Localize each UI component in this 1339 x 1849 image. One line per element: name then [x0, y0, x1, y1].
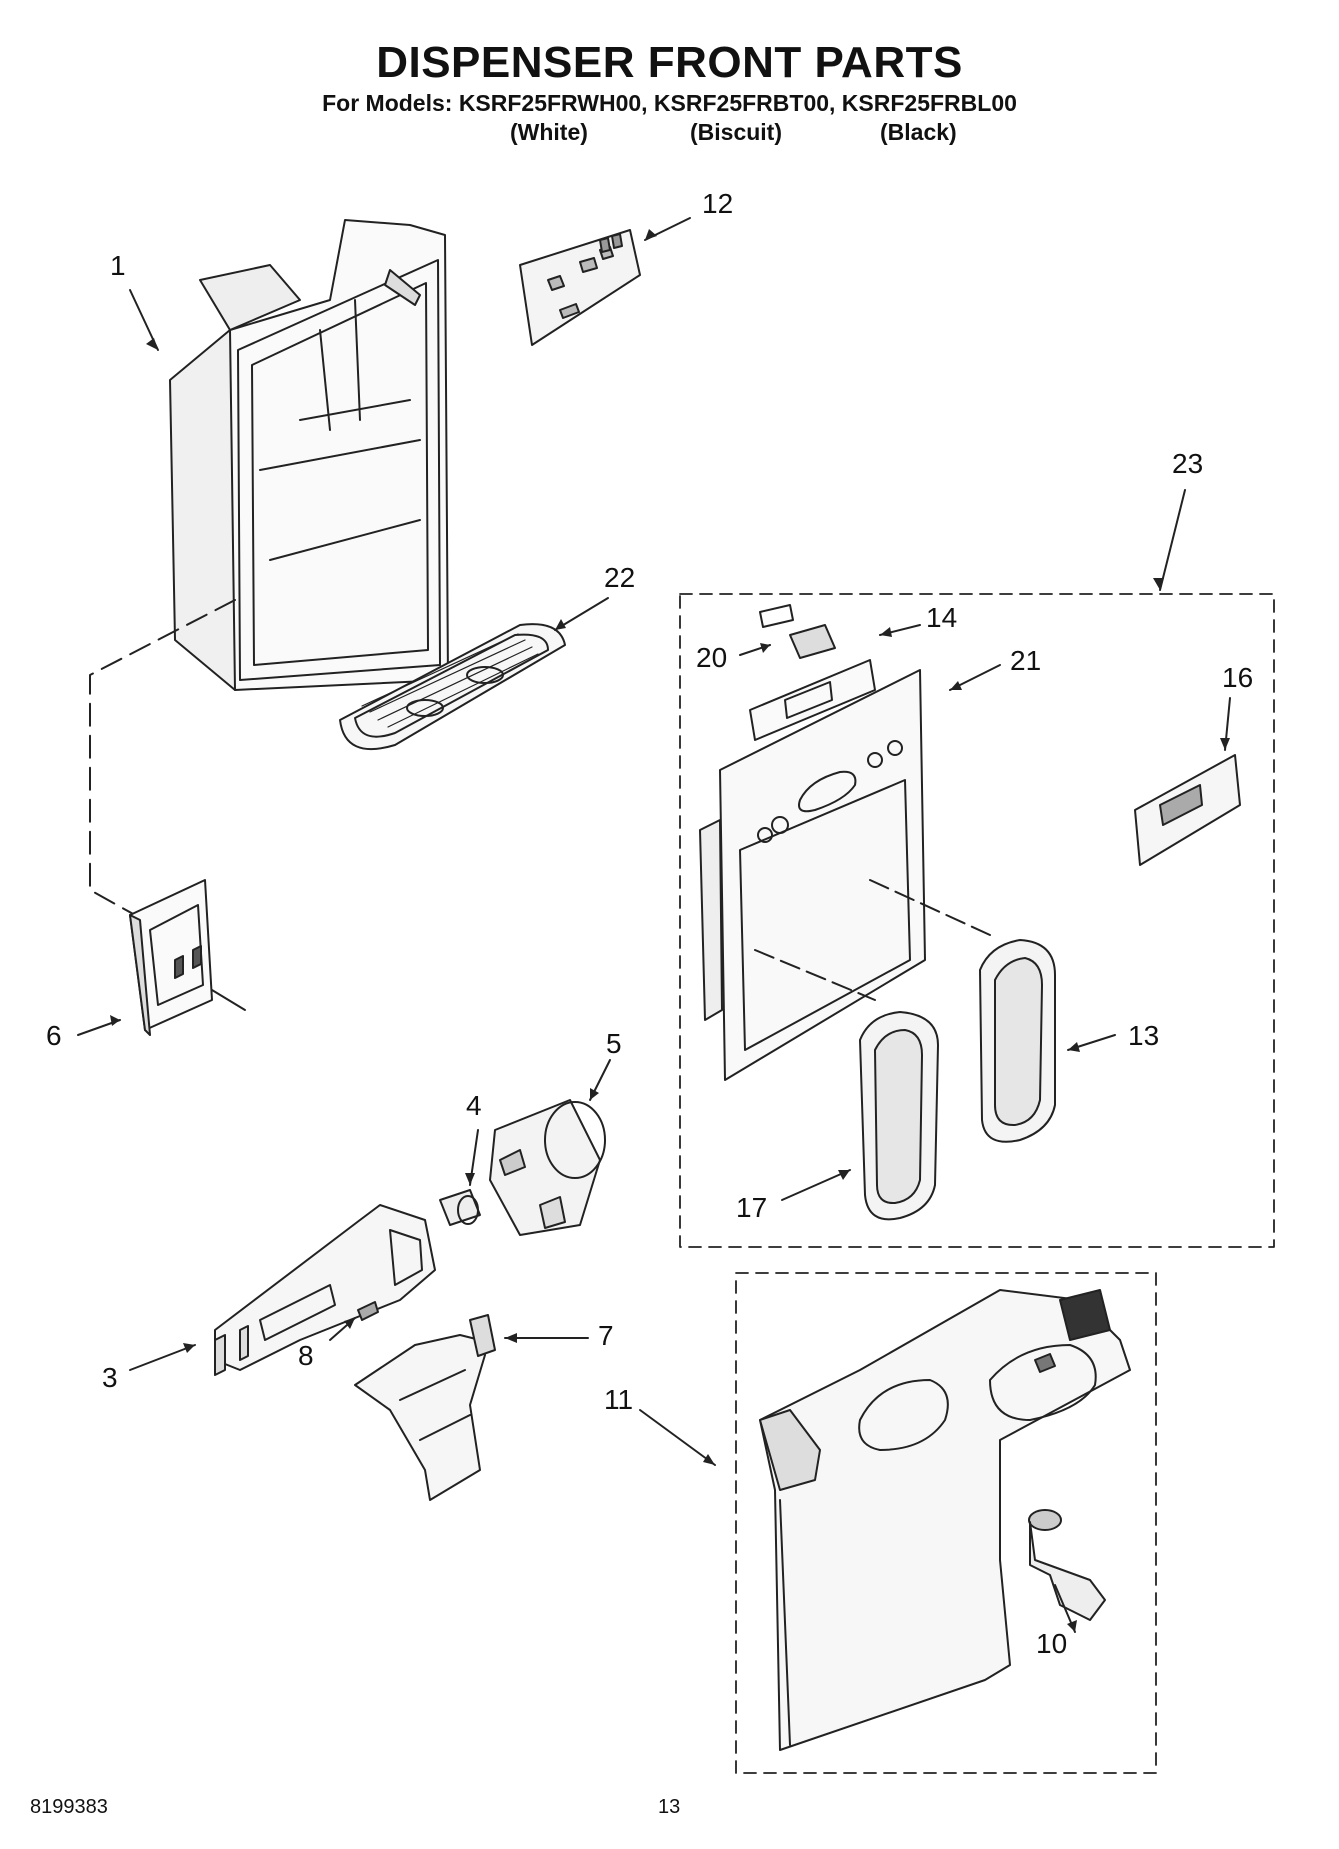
callout-7: 7 — [598, 1320, 614, 1351]
callout-17: 17 — [736, 1192, 768, 1223]
variant-white: (White) — [510, 119, 588, 145]
part-6-switch — [129, 879, 246, 1036]
callout-20: 20 — [696, 642, 728, 673]
part-13-pad — [979, 939, 1056, 1143]
callout-11: 11 — [604, 1384, 634, 1415]
callout-8: 8 — [298, 1340, 314, 1371]
part-17-pad — [859, 1011, 939, 1221]
callout-5: 5 — [606, 1028, 622, 1059]
model-list: For Models: KSRF25FRWH00, KSRF25FRBT00, … — [322, 90, 1017, 116]
callout-4: 4 — [466, 1090, 482, 1121]
part-10-water-tube — [1028, 1509, 1106, 1621]
variant-black: (Black) — [880, 119, 957, 145]
assembly-23-boundary — [679, 593, 1275, 1248]
part-1-dispenser-housing — [169, 219, 449, 691]
part-21-front-panel — [699, 669, 991, 1081]
part-8-screw — [357, 1301, 379, 1321]
part-12-control-board — [519, 229, 641, 346]
callout-6: 6 — [46, 1020, 62, 1051]
document-number: 8199383 — [30, 1796, 108, 1818]
part-11-boundary — [735, 1272, 1157, 1774]
callout-13: 13 — [1128, 1020, 1160, 1051]
connector-housing-to-6 — [89, 599, 236, 916]
callout-10: 10 — [1036, 1628, 1068, 1659]
page-title: DISPENSER FRONT PARTS — [376, 38, 963, 87]
part-5-motor — [489, 1099, 606, 1236]
callout-12: 12 — [702, 188, 734, 219]
callout-14: 14 — [926, 602, 958, 633]
part-22-drip-tray — [339, 623, 566, 751]
page-number: 13 — [658, 1796, 681, 1818]
part-11-chute-housing — [759, 1289, 1131, 1751]
callout-21: 21 — [1010, 645, 1042, 676]
part-20-switch — [759, 604, 836, 659]
part-3-bracket — [214, 1204, 436, 1376]
part-4-coupler — [439, 1189, 481, 1226]
leader-arrowheads — [110, 229, 1230, 1632]
callout-16: 16 — [1222, 662, 1254, 693]
part-16-lens — [1134, 754, 1241, 866]
callout-1: 1 — [110, 250, 126, 281]
callout-3: 3 — [102, 1362, 118, 1393]
callout-23: 23 — [1172, 448, 1204, 479]
variant-biscuit: (Biscuit) — [690, 119, 782, 145]
callout-22: 22 — [604, 562, 636, 593]
part-14-gasket — [749, 659, 876, 741]
part-7-actuator — [354, 1314, 496, 1501]
